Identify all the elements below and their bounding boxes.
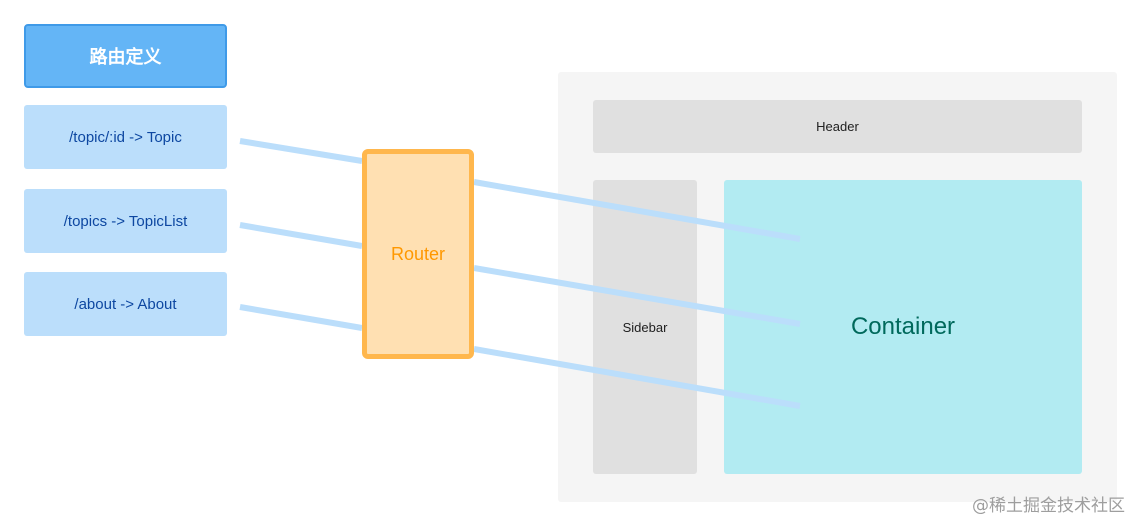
- layout-header: Header: [593, 100, 1082, 153]
- connector-about-in: [239, 304, 363, 331]
- route-definition-title: 路由定义: [24, 24, 227, 88]
- route-topic[interactable]: /topic/:id -> Topic: [24, 105, 227, 169]
- layout-container: Container: [724, 180, 1082, 474]
- connector-topics-in: [239, 222, 363, 249]
- route-topics[interactable]: /topics -> TopicList: [24, 189, 227, 253]
- connector-topic-in: [239, 138, 363, 164]
- layout-sidebar: Sidebar: [593, 180, 697, 474]
- router-box: Router: [362, 149, 474, 359]
- route-about[interactable]: /about -> About: [24, 272, 227, 336]
- watermark: @稀土掘金技术社区: [972, 496, 1125, 516]
